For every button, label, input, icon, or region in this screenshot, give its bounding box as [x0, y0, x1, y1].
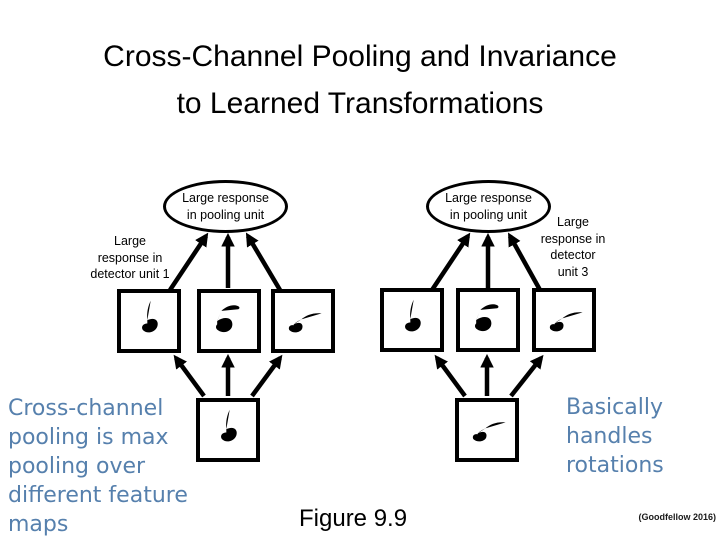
five-rotated-left-glyph [405, 299, 421, 332]
attribution-credit: (Goodfellow 2016) [638, 512, 716, 522]
five-upright-glyph [475, 304, 499, 332]
note-cross-channel-pooling: Cross-channel pooling is max pooling ove… [8, 396, 188, 537]
five-upright-glyph [216, 305, 240, 333]
filter-box-left-3 [271, 289, 335, 353]
detector-unit-label-right: Large response in detector unit 3 [540, 215, 606, 279]
five-rotated-right-glyph [549, 312, 583, 332]
pooling-unit-ellipse-left: Large response in pooling unit [163, 180, 288, 233]
pooling-unit-label-line: Large response [445, 191, 532, 205]
figure-caption: Figure 9.9 [299, 505, 408, 532]
pooling-unit-label-line: Large response [182, 191, 269, 205]
filter-box-left-1 [117, 289, 181, 353]
title-line-2: to Learned Transformations [176, 87, 544, 120]
note-basically-handles-rotations: Basically handles rotations [566, 395, 664, 478]
detector-unit-label-left: Large response in detector unit 1 [90, 234, 170, 281]
five-rotated-left-glyph [142, 300, 158, 333]
pooling-unit-ellipse-right: Large response in pooling unit [426, 180, 551, 233]
pooling-unit-label-line: in pooling unit [186, 207, 265, 222]
five-rotated-right-glyph [472, 422, 506, 442]
slide-title: Cross-Channel Pooling and Invariance to … [0, 33, 720, 127]
title-line-1: Cross-Channel Pooling and Invariance [103, 40, 617, 73]
five-rotated-left-glyph [221, 409, 237, 442]
filter-box-right-1 [380, 288, 444, 352]
filter-box-left-2 [197, 289, 261, 353]
filter-box-right-2 [456, 288, 520, 352]
pooling-unit-label-line: in pooling unit [449, 207, 528, 222]
five-rotated-right-glyph [288, 313, 322, 333]
input-box-left [196, 398, 260, 462]
filter-box-right-3 [532, 288, 596, 352]
input-box-right [455, 398, 519, 462]
